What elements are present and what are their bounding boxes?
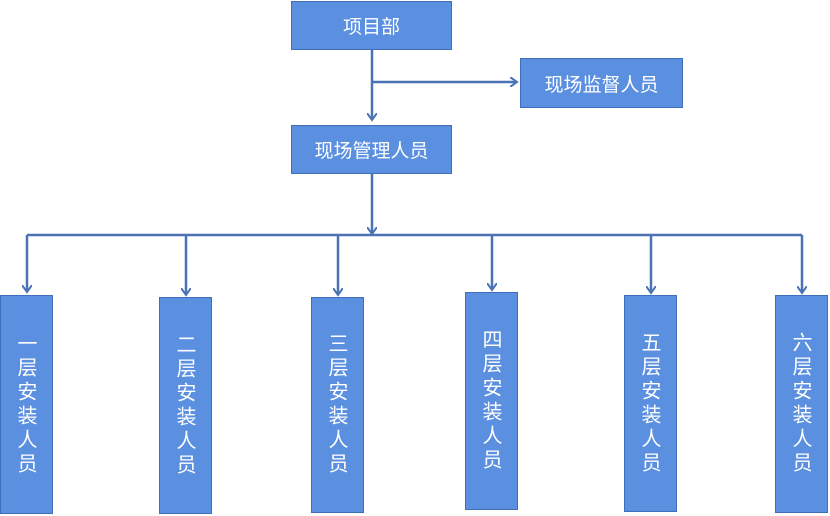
floor-1-box: 一层安装人员	[0, 295, 53, 514]
floor-2-label: 二层安装人员	[173, 333, 197, 478]
floor-5-label: 五层安装人员	[638, 331, 662, 476]
floor-1-label: 一层安装人员	[14, 332, 38, 477]
dept-box: 项目部	[291, 1, 452, 50]
floor-5-box: 五层安装人员	[624, 295, 677, 512]
floor-4-label: 四层安装人员	[479, 329, 503, 473]
floor-3-box: 三层安装人员	[311, 297, 364, 513]
floor-3-label: 三层安装人员	[325, 333, 349, 477]
supervisor-label: 现场监督人员	[544, 73, 659, 96]
manager-label: 现场管理人员	[314, 140, 429, 162]
manager-box: 现场管理人员	[291, 125, 452, 174]
floor-6-label: 六层安装人员	[789, 332, 813, 476]
floor-4-box: 四层安装人员	[465, 292, 518, 510]
floor-6-box: 六层安装人员	[775, 295, 828, 513]
dept-label: 项目部	[342, 16, 400, 38]
supervisor-box: 现场监督人员	[520, 58, 683, 108]
floor-2-box: 二层安装人员	[159, 297, 212, 514]
